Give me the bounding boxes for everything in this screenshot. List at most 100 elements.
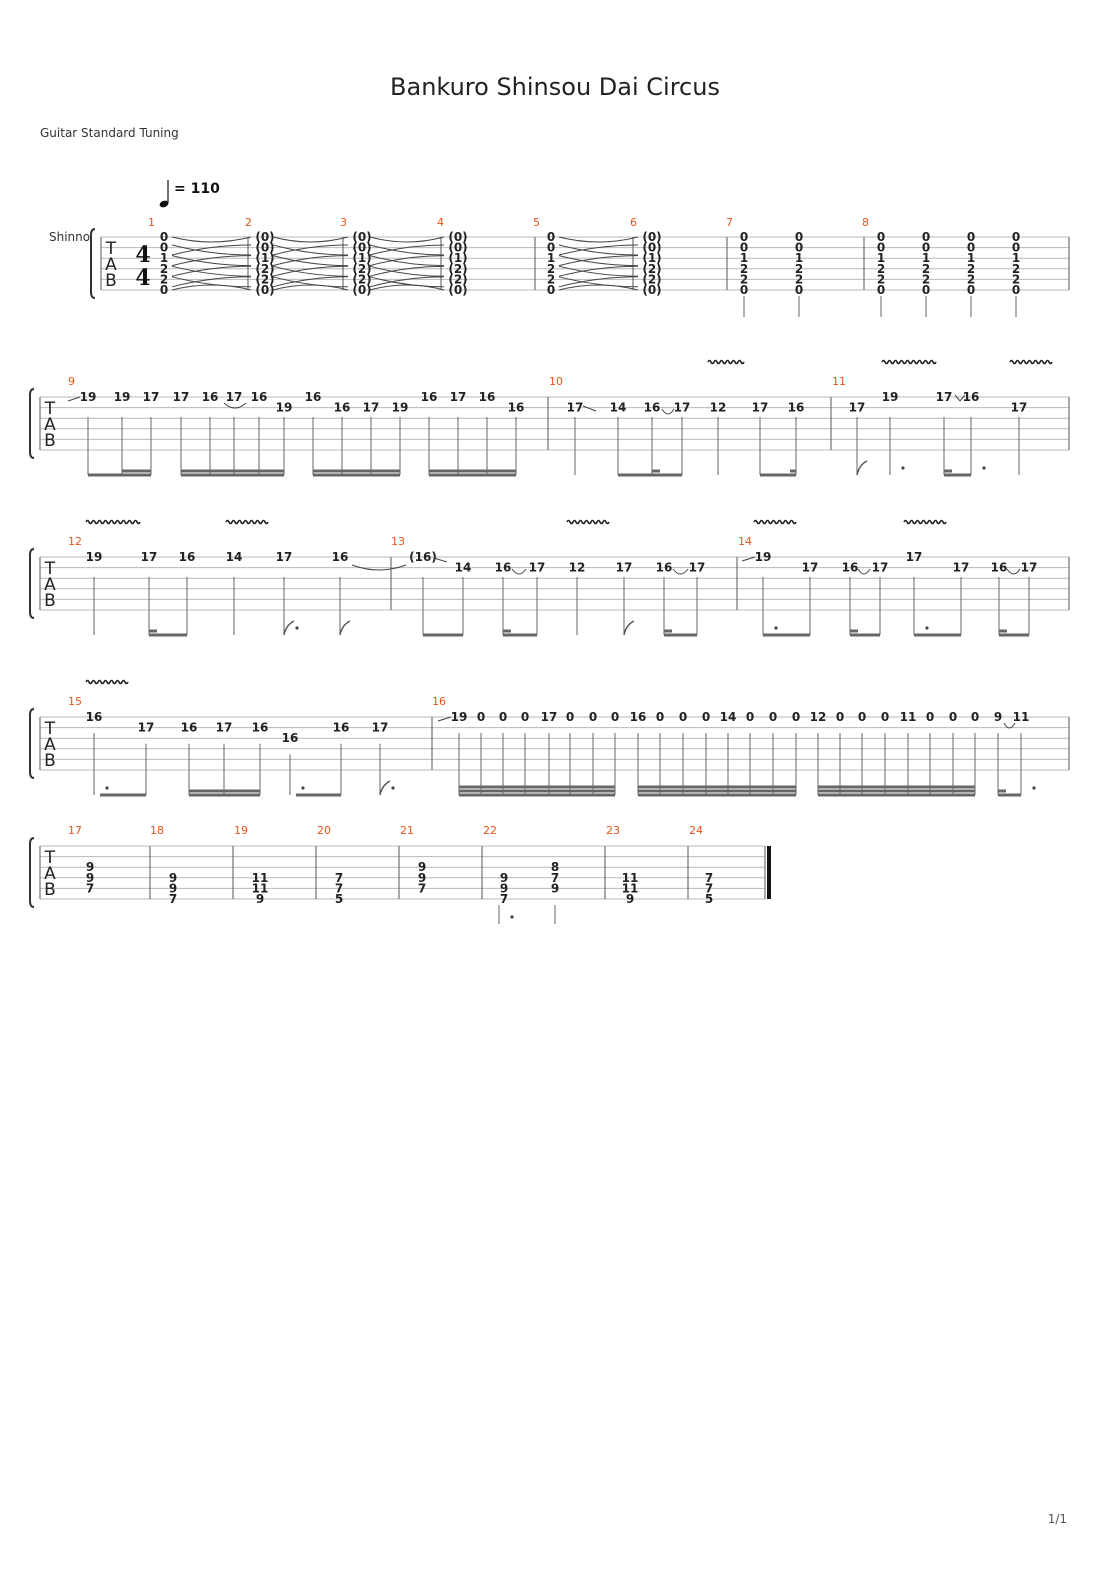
- tie-arc: [171, 284, 252, 291]
- tab-letter-a: A: [105, 255, 117, 275]
- fret-number: 16: [179, 550, 196, 564]
- fret-number: 0: [967, 241, 975, 255]
- tie-arc: [171, 276, 252, 288]
- fret-number: 0: [702, 710, 710, 724]
- measure-number: 1: [148, 216, 155, 229]
- measure-number: 13: [391, 535, 405, 548]
- song-title: Bankuro Shinsou Dai Circus: [390, 73, 720, 101]
- fret-number: 16: [644, 401, 661, 415]
- fret-number: 0: [740, 241, 748, 255]
- fret-number: 16: [963, 390, 980, 404]
- fret-number: 7: [500, 892, 508, 906]
- fret-number: 16: [508, 401, 525, 415]
- fret-number: (1): [352, 251, 371, 265]
- fret-number: 7: [169, 892, 177, 906]
- tie-arc: [369, 284, 445, 291]
- fret-number: 2: [795, 272, 803, 286]
- tie-arc: [369, 244, 445, 256]
- tie-arc: [558, 244, 639, 256]
- tab-letter-b: B: [44, 751, 56, 771]
- fret-number: 0: [746, 710, 754, 724]
- tie-arc: [558, 276, 639, 288]
- system-bracket: [29, 388, 35, 459]
- measure-number: 4: [437, 216, 444, 229]
- fret-number: 7: [418, 881, 426, 895]
- fret-number: (2): [352, 272, 371, 286]
- tie-arc: [511, 568, 527, 575]
- fret-number: (2): [448, 262, 467, 276]
- fret-number: 7: [335, 881, 343, 895]
- fret-number: 0: [877, 283, 885, 297]
- fret-number: 17: [752, 401, 769, 415]
- slide-mark: [741, 556, 756, 562]
- fret-number: 9: [626, 892, 634, 906]
- tab-letter-t: T: [105, 239, 117, 259]
- fret-number: 2: [795, 262, 803, 276]
- measure-number: 19: [234, 824, 248, 837]
- fret-number: 0: [877, 230, 885, 244]
- fret-number: 0: [160, 241, 168, 255]
- tie-arc: [272, 244, 349, 256]
- tie-arc: [558, 265, 639, 277]
- fret-number: 17: [689, 561, 706, 575]
- tie-arc: [558, 255, 639, 267]
- tie-arc: [1006, 568, 1021, 575]
- measure-number: 10: [549, 375, 563, 388]
- tempo-marking: = 110: [159, 180, 220, 208]
- system-bracket: [29, 708, 35, 779]
- tab-letter-a: A: [44, 415, 56, 435]
- fret-number: (1): [448, 251, 467, 265]
- system-bracket: [90, 228, 96, 299]
- fret-number: 7: [551, 871, 559, 885]
- fret-number: 17: [567, 401, 584, 415]
- fret-number: 17: [141, 550, 158, 564]
- tie-arc: [171, 255, 252, 267]
- tie-arc: [369, 236, 445, 243]
- vibrato-mark: [753, 519, 797, 525]
- fret-number: 17: [529, 561, 546, 575]
- hammer-arc: [954, 394, 966, 402]
- fret-number: 11: [252, 871, 269, 885]
- fret-number: 19: [392, 401, 409, 415]
- fret-number: 16: [332, 550, 349, 564]
- fret-number: 0: [967, 230, 975, 244]
- rhythm-dot: [982, 466, 986, 470]
- fret-number: (2): [255, 262, 274, 276]
- fret-number: 2: [1012, 262, 1020, 276]
- vibrato-mark: [1009, 359, 1053, 365]
- fret-number: 11: [622, 881, 639, 895]
- vibrato-mark: [881, 359, 937, 365]
- fret-number: 9: [256, 892, 264, 906]
- tie-arc: [171, 255, 252, 267]
- tab-letter-t: T: [44, 559, 56, 579]
- tab-letter-a: A: [44, 864, 56, 884]
- fret-number: 14: [720, 710, 737, 724]
- tab-letter-b: B: [44, 591, 56, 611]
- fret-number: (0): [642, 283, 661, 297]
- vibrato-mark: [903, 519, 947, 525]
- fret-number: 0: [740, 283, 748, 297]
- tie-arc: [672, 568, 689, 575]
- fret-number: 7: [335, 871, 343, 885]
- fret-number: 16: [842, 561, 859, 575]
- fret-number: 19: [755, 550, 772, 564]
- vibrato-mark: [707, 359, 745, 365]
- fret-number: 0: [795, 241, 803, 255]
- fret-number: (0): [642, 230, 661, 244]
- fret-number: 0: [1012, 230, 1020, 244]
- fret-number: 16: [421, 390, 438, 404]
- fret-number: 19: [86, 550, 103, 564]
- measure-number: 6: [630, 216, 637, 229]
- fret-number: 1: [547, 251, 555, 265]
- slide-mark: [433, 557, 448, 563]
- note-flag: [623, 620, 635, 636]
- fret-number: 0: [611, 710, 619, 724]
- fret-number: 17: [616, 561, 633, 575]
- fret-number: 0: [967, 283, 975, 297]
- fret-number: 9: [500, 881, 508, 895]
- slide-mark: [582, 405, 597, 412]
- fret-number: 7: [705, 871, 713, 885]
- fret-number: 17: [953, 561, 970, 575]
- fret-number: 16: [202, 390, 219, 404]
- fret-number: 0: [547, 283, 555, 297]
